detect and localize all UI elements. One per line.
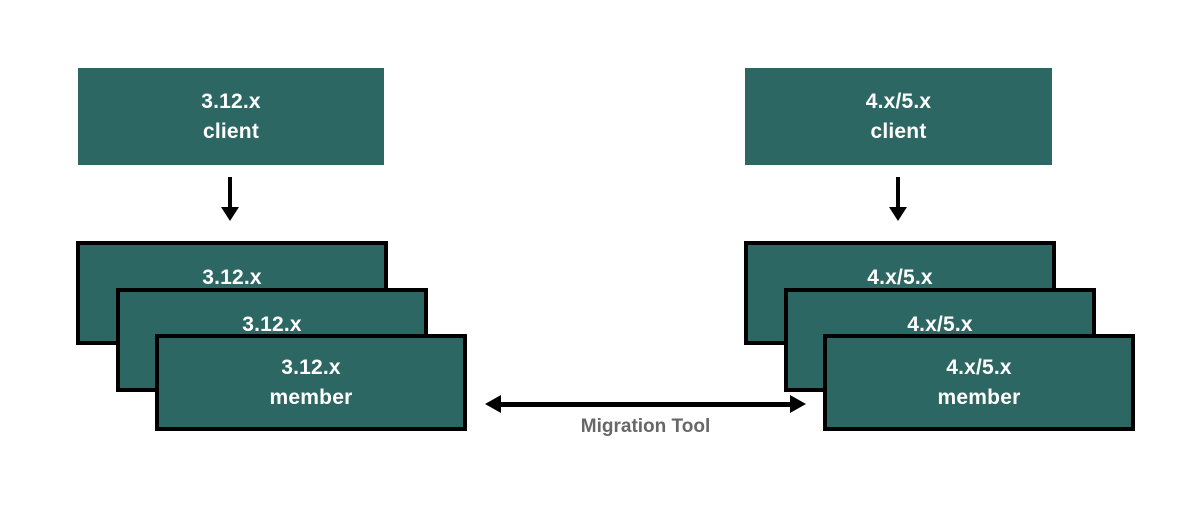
arrow-shaft: [896, 177, 900, 207]
arrow-shaft: [228, 177, 232, 207]
node-member-left-3: 3.12.x member: [155, 334, 467, 431]
node-client-right: 4.x/5.x client: [745, 68, 1052, 165]
node-member-left-1-line1: 3.12.x: [202, 266, 262, 290]
node-member-right-1-line1: 4.x/5.x: [867, 266, 933, 290]
arrow-shaft: [497, 401, 794, 407]
node-member-left-3-line1: 3.12.x: [281, 355, 341, 379]
node-member-left-2-line1: 3.12.x: [242, 313, 302, 337]
node-client-right-line1: 4.x/5.x: [865, 89, 932, 113]
arrow-client-to-member-left: [216, 177, 244, 221]
node-client-right-line2: client: [870, 119, 927, 143]
node-client-left: 3.12.x client: [78, 68, 384, 165]
node-member-right-3-line1: 4.x/5.x: [946, 355, 1012, 379]
node-client-left-line2: client: [202, 119, 260, 143]
migration-tool-label: Migration Tool: [580, 416, 711, 437]
arrow-client-to-member-right: [884, 177, 912, 221]
migration-tool-arrow: [485, 395, 806, 413]
node-member-left-3-line2: member: [269, 385, 353, 409]
node-member-right-2-line1: 4.x/5.x: [907, 313, 973, 337]
arrow-head-right-icon: [790, 395, 806, 413]
arrow-head-left-icon: [485, 395, 501, 413]
arrow-head-down-icon: [889, 207, 907, 221]
node-member-right-3: 4.x/5.x member: [823, 334, 1135, 431]
arrow-head-down-icon: [221, 207, 239, 221]
node-client-left-line1: 3.12.x: [201, 89, 261, 113]
node-member-right-3-line2: member: [937, 385, 1021, 409]
